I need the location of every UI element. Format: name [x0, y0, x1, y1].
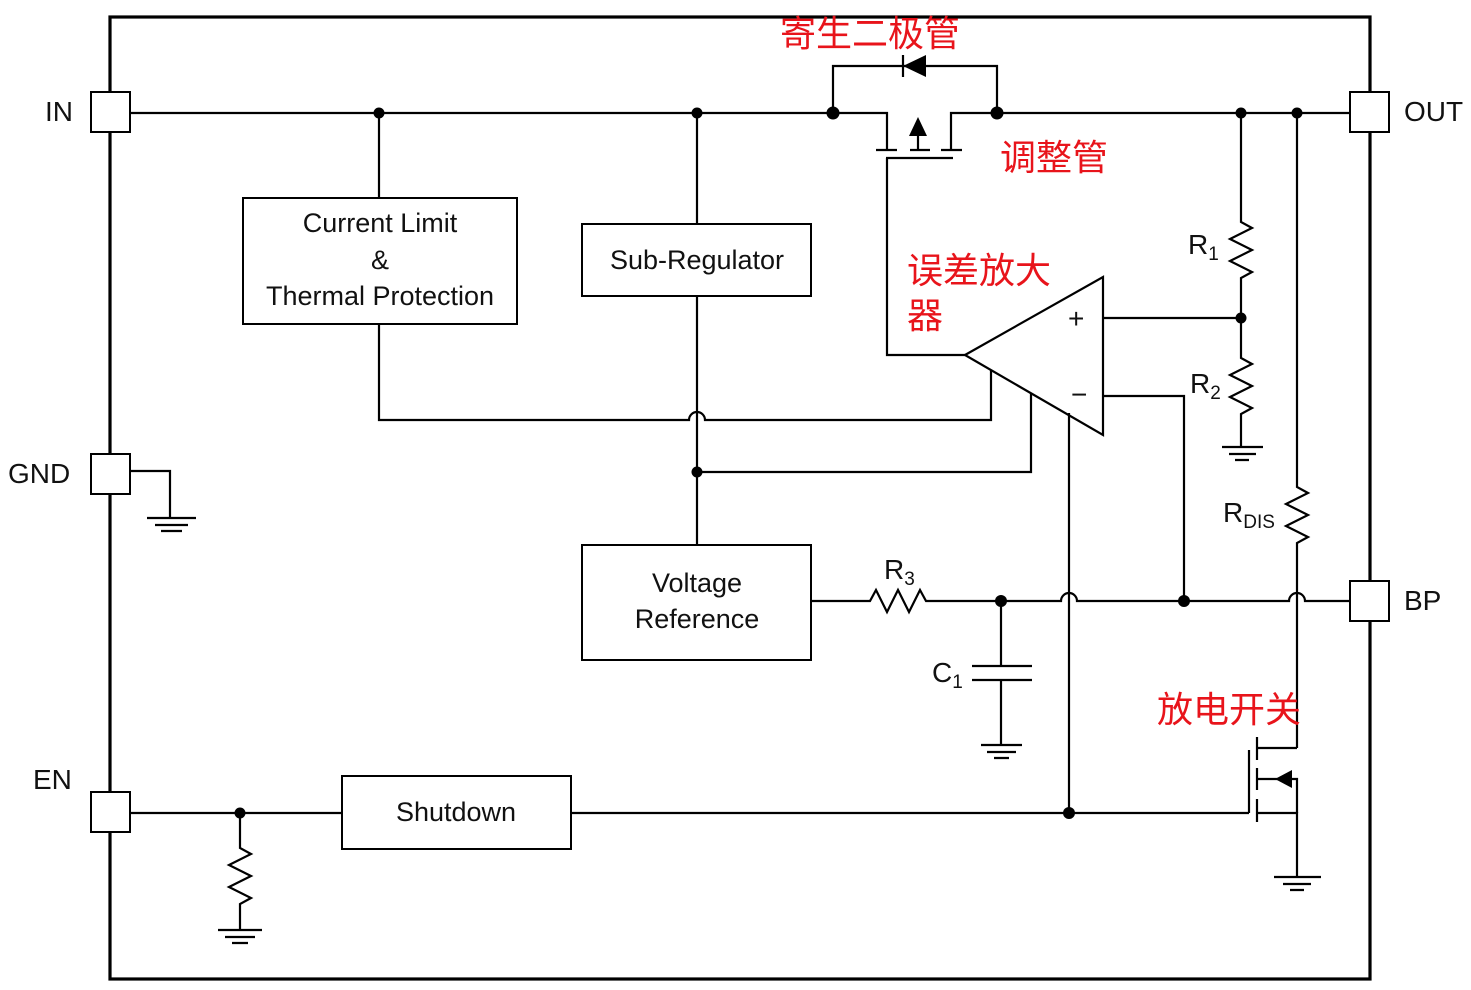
annotation-discharge-switch: 放电开关: [1157, 690, 1301, 731]
capacitor-c1: C1: [932, 601, 1032, 760]
resistor-rdis: RDIS: [1223, 113, 1311, 748]
pin-en: EN: [33, 764, 131, 833]
current-limit-block: Current Limit & Thermal Protection: [242, 113, 518, 325]
sub-regulator-block: Sub-Regulator: [581, 113, 812, 297]
pin-out-label: OUT: [1404, 96, 1463, 127]
annotation-parasitic-diode: 寄生二极管: [780, 14, 960, 55]
svg-text:R3: R3: [884, 554, 915, 590]
svg-text:Thermal Protection: Thermal Protection: [266, 281, 494, 311]
reference-wire: [1103, 394, 1186, 601]
svg-text:Voltage: Voltage: [652, 568, 742, 598]
pin-in-label: IN: [45, 96, 73, 127]
pass-transistor: [876, 111, 1350, 357]
shutdown-block: Shutdown: [341, 775, 572, 850]
pin-gnd-label: GND: [8, 458, 70, 489]
resistor-r1: R1: [1188, 113, 1255, 318]
discharge-switch: [1247, 737, 1321, 892]
svg-text:Current Limit: Current Limit: [303, 208, 458, 238]
chip-outline: [108, 15, 1372, 981]
svg-text:Sub-Regulator: Sub-Regulator: [610, 245, 784, 275]
resistor-r2: R2: [1190, 318, 1255, 447]
annotation-error-amp-2: 器: [907, 296, 943, 337]
junction-dot: [1063, 807, 1075, 819]
svg-text:−: −: [1071, 379, 1087, 410]
pin-in: IN: [45, 91, 131, 133]
current-limit-wire: [377, 324, 993, 422]
parasitic-diode: [831, 55, 999, 113]
pin-bp: BP: [1349, 580, 1441, 622]
bias-wire: [697, 393, 1033, 474]
svg-text:R1: R1: [1188, 229, 1219, 265]
pin-bp-label: BP: [1404, 585, 1441, 616]
svg-text:Shutdown: Shutdown: [396, 797, 516, 827]
resistor-r3: R3: [811, 554, 1350, 615]
voltage-reference-block: Voltage Reference: [581, 544, 812, 661]
annotation-pass-transistor: 调整管: [1000, 138, 1108, 179]
svg-text:R2: R2: [1190, 368, 1221, 404]
svg-text:C1: C1: [932, 657, 963, 693]
pin-gnd: GND: [8, 453, 131, 495]
pulldown-resistor: [218, 813, 262, 945]
svg-text:Reference: Reference: [635, 604, 760, 634]
pin-out: OUT: [1349, 91, 1463, 133]
annotation-error-amp-1: 误差放大: [907, 251, 1051, 292]
pin-en-label: EN: [33, 764, 72, 795]
error-amplifier: + −: [962, 275, 1105, 437]
junction-dot: [990, 106, 1004, 120]
ground-symbol: [130, 469, 196, 533]
svg-text:&: &: [371, 245, 389, 275]
ground-symbol: [1222, 445, 1263, 462]
svg-text:+: +: [1068, 303, 1084, 334]
svg-text:RDIS: RDIS: [1223, 497, 1275, 533]
junction-dot: [1178, 595, 1190, 607]
